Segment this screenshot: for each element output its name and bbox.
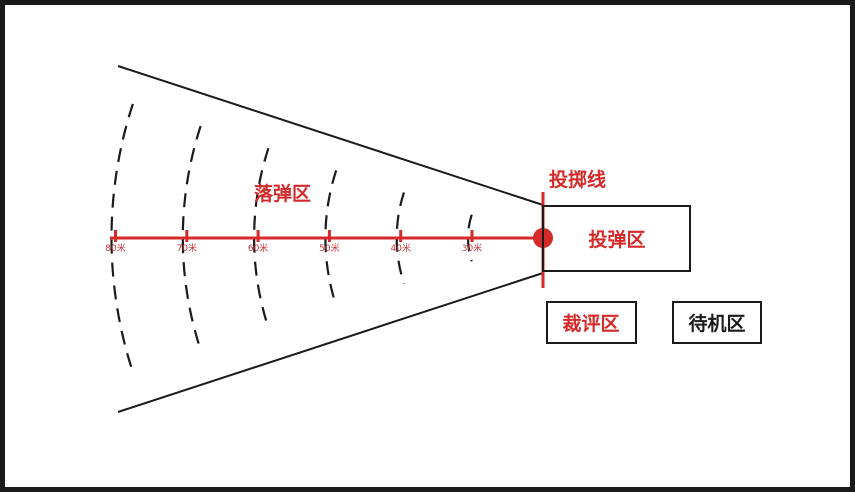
distance-arc-70: [181, 125, 202, 351]
fan-lower-edge: [117, 272, 544, 413]
distance-label-80: 80米: [105, 242, 125, 254]
standby-zone-box: [672, 301, 762, 344]
distance-label-70: 70米: [177, 242, 197, 254]
distance-label-60: 60米: [248, 242, 268, 254]
distance-ticks: 80米 70米 60米 50米 40米 30米: [105, 230, 482, 254]
distance-arc-50: [324, 170, 338, 306]
judge-zone-label: 裁评区: [562, 312, 619, 335]
throw-line-label: 投掷线: [549, 168, 606, 191]
distance-label-40: 40米: [390, 242, 410, 254]
throw-zone-label: 投弹区: [588, 228, 645, 251]
throw-zone-box: [542, 205, 691, 272]
standby-zone-label: 待机区: [688, 312, 745, 335]
distance-arc-60: [253, 147, 270, 329]
fan-upper-edge: [117, 65, 544, 206]
distance-arc-80: [110, 103, 134, 373]
landing-zone-label: 落弹区: [254, 182, 311, 205]
distance-label-30: 30米: [462, 242, 482, 254]
judge-zone-box: [546, 301, 637, 344]
distance-label-50: 50米: [319, 242, 339, 254]
